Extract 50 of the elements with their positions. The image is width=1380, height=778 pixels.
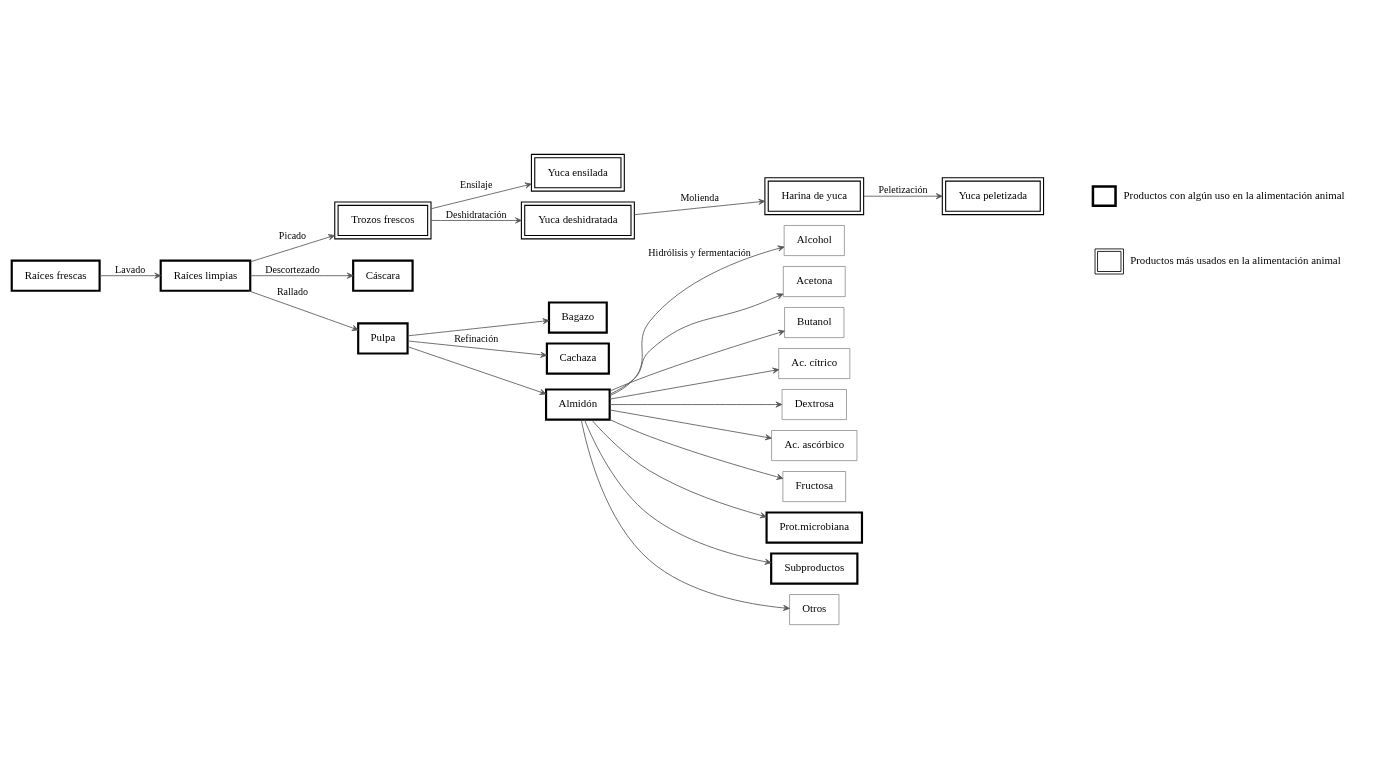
node-box: Raíces limpias: [159, 259, 252, 292]
node-box: Fructosa: [782, 470, 846, 502]
edge-label: Rallado: [276, 285, 309, 297]
arrow: [580, 418, 790, 611]
node-box: Alcohol: [783, 224, 845, 256]
edge-label: Molienda: [680, 191, 719, 203]
edge-label: Deshidratación: [445, 208, 507, 220]
arrow: [99, 272, 161, 279]
node-box: Ac. cítrico: [778, 347, 851, 379]
edge-label: Peletización: [878, 183, 928, 195]
arrow: [407, 340, 547, 358]
node-box: Bagazo: [547, 300, 608, 334]
legend-label: Productos con algún uso en la alimentación animal: [1123, 188, 1345, 201]
edge-label: Hidrólisis y fermentación: [648, 246, 751, 258]
arrow: [609, 292, 784, 395]
arrow: [863, 192, 943, 199]
arrow: [430, 216, 522, 223]
arrow: [407, 345, 547, 395]
node-box: Cachaza: [545, 341, 610, 375]
arrow: [248, 289, 359, 331]
arrow: [634, 198, 766, 215]
arrow: [250, 272, 354, 279]
node-box: Raíces frescas: [10, 259, 101, 292]
node-box: Almidón: [544, 387, 611, 421]
arrow: [250, 233, 335, 262]
edge-label: Ensilaje: [460, 178, 493, 190]
node-box: Dextrosa: [781, 388, 847, 420]
node-box: Otros: [789, 593, 840, 625]
node-box: Butanol: [784, 306, 845, 338]
edge-label: Lavado: [115, 263, 146, 275]
edge-label: Refinación: [454, 332, 499, 344]
legend-label: Productos más usados en la alimentación animal: [1130, 253, 1341, 266]
arrow: [609, 409, 772, 440]
arrow: [609, 329, 785, 391]
edge-label: Picado: [278, 229, 307, 241]
arrow: [591, 418, 767, 518]
node-box: Subproductos: [770, 551, 859, 585]
arrow: [609, 245, 785, 396]
arrow: [609, 367, 780, 400]
node-box: Pulpa: [357, 321, 409, 355]
arrow: [430, 182, 532, 209]
arrow: [609, 418, 784, 480]
node-box: Cáscara: [352, 259, 414, 292]
node-box: Prot.microbiana: [765, 510, 864, 544]
node-box: Ac. ascórbico: [771, 429, 858, 461]
edge-label: Descortezado: [265, 263, 320, 275]
node-box: Acetona: [782, 265, 846, 297]
arrow: [407, 317, 550, 336]
arrow: [609, 401, 783, 408]
arrow: [584, 418, 772, 565]
